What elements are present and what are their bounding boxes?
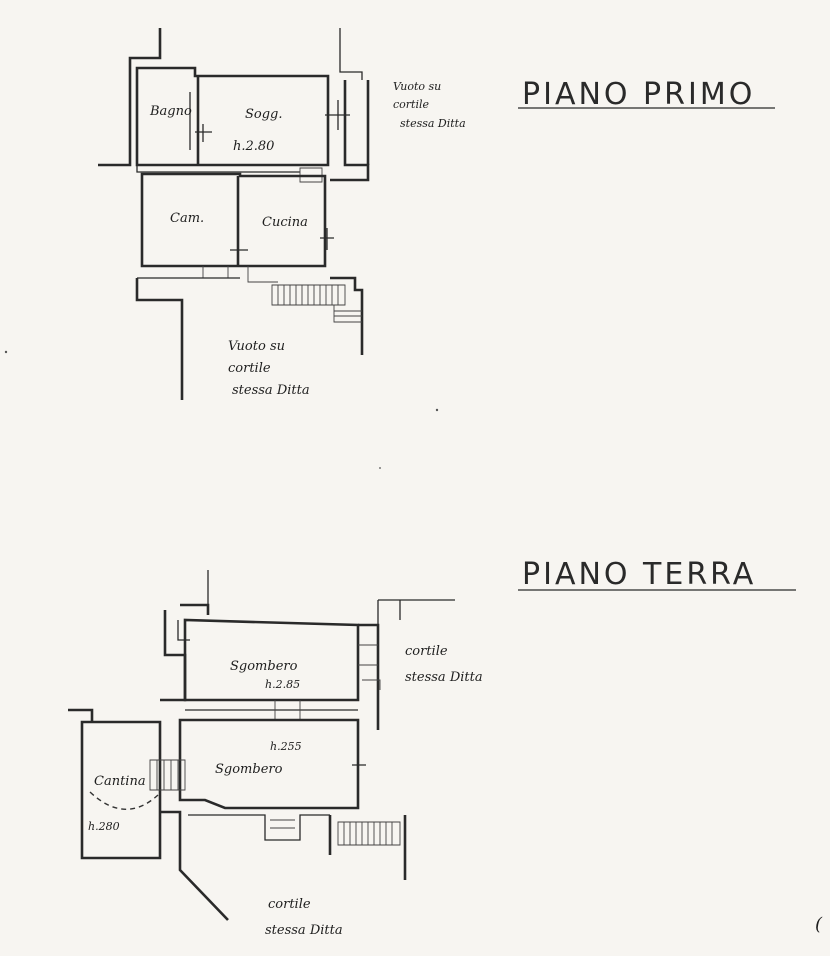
room-label-cucina: Cucina bbox=[262, 215, 308, 230]
ground-floor-plan bbox=[68, 570, 455, 921]
room-height-sogg: h.2.80 bbox=[233, 139, 274, 154]
room-label-camera: Cam. bbox=[170, 211, 204, 226]
note-bottom-3: stessa Ditta bbox=[232, 383, 310, 398]
note-right-2: cortile bbox=[393, 98, 429, 111]
first-floor-plan bbox=[4, 28, 439, 469]
room-label-cantina: Cantina bbox=[94, 774, 146, 789]
note-bottom-1: Vuoto su bbox=[228, 339, 285, 354]
note-right-3: stessa Ditta bbox=[400, 117, 466, 130]
room-label-sogg: Sogg. bbox=[245, 107, 283, 122]
note-ground-right-1: cortile bbox=[405, 644, 448, 659]
room-label-sgombero-top: Sgombero bbox=[230, 659, 298, 674]
first-floor-stairs bbox=[271, 284, 362, 323]
ground-floor-title: PIANO TERRA bbox=[522, 557, 756, 592]
room-label-sgombero-bottom: Sgombero bbox=[215, 762, 283, 777]
corner-mark: ( bbox=[815, 914, 823, 935]
room-height-sgombero-top: h.2.85 bbox=[265, 678, 300, 691]
note-ground-bottom-1: cortile bbox=[268, 897, 311, 912]
room-height-sgombero-bottom: h.255 bbox=[270, 740, 302, 753]
note-ground-right-2: stessa Ditta bbox=[405, 670, 483, 685]
note-ground-bottom-2: stessa Ditta bbox=[265, 923, 343, 938]
note-bottom-2: cortile bbox=[228, 361, 271, 376]
room-label-bagno: Bagno bbox=[149, 104, 192, 119]
plan-labels: PIANO PRIMO Bagno Sogg. h.2.80 Cam. Cuci… bbox=[88, 77, 823, 938]
room-height-cantina: h.280 bbox=[88, 820, 120, 833]
note-right-1: Vuoto su bbox=[393, 80, 441, 93]
first-floor-title: PIANO PRIMO bbox=[522, 77, 755, 112]
ground-floor-stairs bbox=[337, 821, 401, 846]
